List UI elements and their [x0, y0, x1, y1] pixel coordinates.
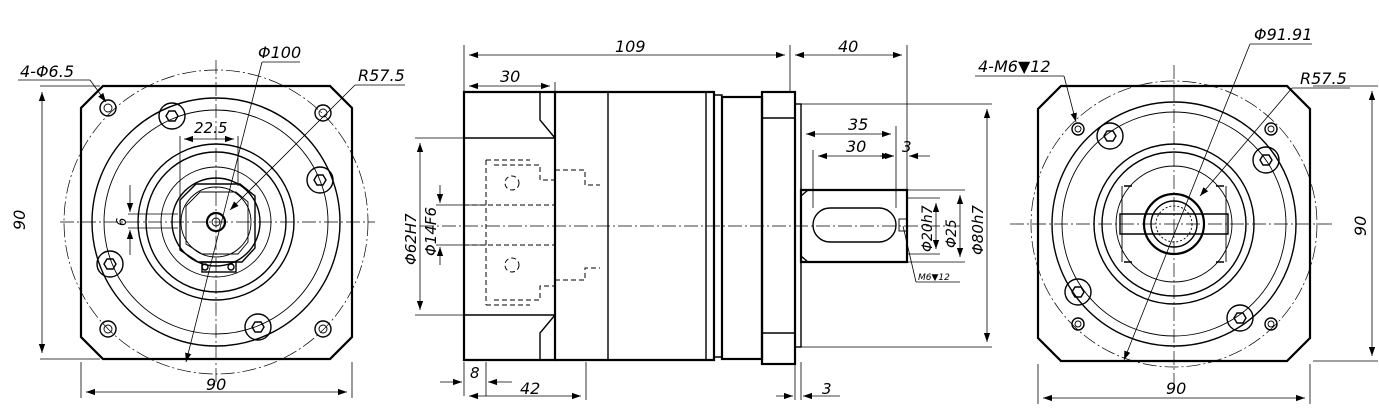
rear-thread-note: 4-M6▼12: [978, 57, 1051, 76]
side-flange-length: 30: [500, 67, 520, 86]
side-shaft-dia: Φ20h7: [920, 205, 936, 252]
rear-pcd-circle: [1030, 80, 1318, 368]
rear-width-dim: 90: [1166, 379, 1186, 398]
front-pcd-label: Φ100: [258, 43, 301, 62]
front-key-width-dim: 22.5: [194, 119, 227, 137]
rear-threaded-holes: [1071, 122, 1278, 331]
rear-socket-screws: [1064, 122, 1280, 332]
front-socket-screws: [96, 102, 334, 341]
side-bottom-left-dim: 8: [470, 364, 480, 382]
side-view: 109 40 30 35 30 3 Φ62H7 Φ14F6 Φ20h7: [402, 37, 992, 400]
rear-view: 90 90 4-M6▼12 Φ91.91 R57.5: [975, 25, 1378, 404]
front-hole-note: 4-Φ6.5: [20, 62, 74, 81]
rear-radius-label: R57.5: [1300, 69, 1347, 88]
front-key-height-dim: 6: [115, 218, 130, 226]
side-output-ring: [720, 95, 764, 361]
side-key-outer-length: 35: [848, 115, 868, 134]
side-bottom-mid-dim: 42: [520, 379, 540, 398]
side-input-dia: Φ14F6: [422, 207, 440, 256]
side-key-offset: 3: [902, 138, 912, 156]
front-height-dim: 90: [10, 210, 29, 230]
front-flange-outline: [79, 84, 354, 361]
side-center-thread: M6▼12: [918, 273, 950, 283]
rear-flange-outline: [1036, 84, 1312, 363]
front-view: 90 90 4-Φ6.5 Φ100 R57.5 22.5 6: [10, 43, 405, 398]
side-bottom-right-dim: 3: [822, 380, 832, 398]
side-bore-dia: Φ62H7: [402, 213, 420, 265]
side-key-inner-length: 30: [846, 137, 866, 156]
side-output-flange: [760, 90, 797, 366]
rear-height-dim: 90: [1351, 216, 1370, 236]
side-shaft-length: 40: [838, 37, 858, 56]
side-overall-length: 109: [615, 37, 646, 56]
rear-pcd-label: Φ91.91: [1254, 25, 1312, 44]
side-pilot-dia: Φ80h7: [969, 205, 987, 255]
side-shoulder-dia: Φ25: [944, 219, 960, 248]
side-keyway: [812, 207, 897, 243]
front-width-dim: 90: [206, 375, 226, 394]
front-radius-label: R57.5: [358, 66, 405, 85]
